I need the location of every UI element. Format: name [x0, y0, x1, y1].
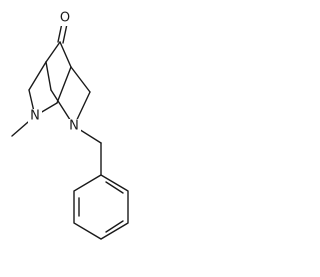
carbonyl-double-bond [57, 22, 68, 44]
svg-text:N: N [30, 109, 40, 124]
svg-text:N: N [69, 119, 79, 134]
bond-c9-bridgehead-left [45, 41, 61, 63]
bond-bridgehead-left-c2 [28, 61, 47, 91]
atom-label-oxygen: O [58, 10, 71, 26]
bond-c9-bridgehead-right [59, 41, 72, 68]
aromatic-inner-bond [105, 220, 124, 233]
bicyclic-core [28, 41, 91, 127]
benzene-ring [73, 174, 129, 240]
svg-text:O: O [60, 11, 70, 26]
molecule-structure-diagram: O N N [11, 10, 129, 240]
atom-label-nitrogen-left: N [28, 109, 42, 124]
bond-c4-bridgehead-right [56, 66, 72, 104]
bond-c6-bridgehead-right [70, 66, 91, 93]
atom-label-nitrogen-right: N [67, 119, 81, 134]
aromatic-inner-bond [105, 181, 124, 194]
bond-bridgehead-left-c8 [45, 61, 52, 91]
